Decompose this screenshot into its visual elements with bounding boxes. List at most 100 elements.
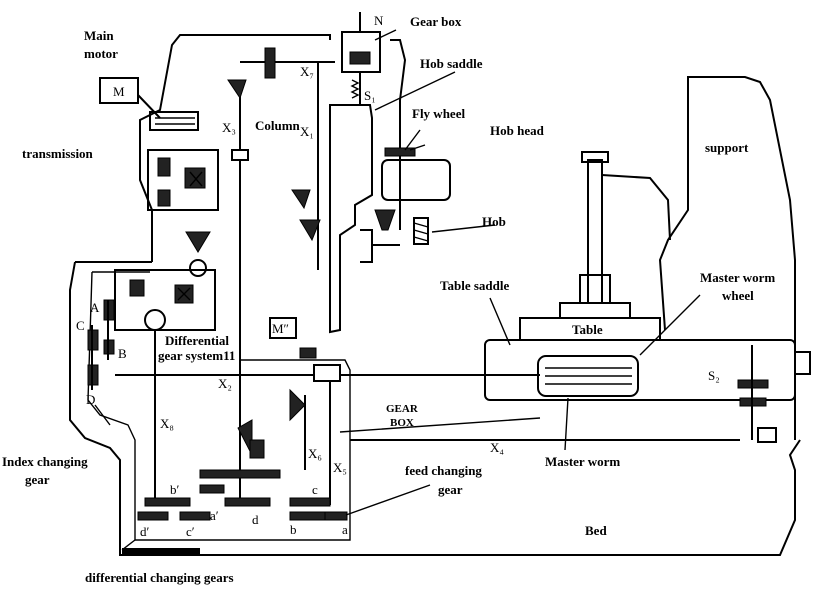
hob-head: [381, 159, 451, 201]
diff-changing-bar: [122, 548, 200, 554]
label-support: support: [705, 140, 749, 155]
gear-d-prime: [137, 511, 169, 521]
gear-d-lower: [224, 497, 271, 507]
table-top: [559, 302, 631, 319]
gear-a-lower: [324, 511, 348, 521]
sym-b-lower: b: [290, 522, 297, 537]
label-feed-changing-1: feed changing: [405, 463, 482, 478]
sym-c: C: [76, 318, 85, 333]
sym-a-lower: a: [342, 522, 348, 537]
gear-b-lower: [289, 511, 331, 521]
work-arbor: [587, 159, 603, 304]
label-transmission: transmission: [22, 146, 94, 161]
sym-x2: X₂: [218, 376, 232, 391]
sym-x5: X₅: [333, 460, 347, 475]
label-master-worm: Master worm: [545, 454, 620, 469]
sym-c-lower: c: [312, 482, 318, 497]
sym-x7: X₇: [300, 64, 314, 79]
leader-lines: [94, 29, 701, 551]
support-inner: [658, 80, 689, 331]
label-hob-head: Hob head: [490, 123, 545, 138]
feed-pinion: [189, 259, 207, 277]
mid-bevel: [289, 388, 306, 422]
sym-c-prime: c′: [186, 524, 195, 539]
differential-block: [114, 269, 216, 331]
bed-outline: [69, 261, 801, 556]
label-differential-1: Differential: [165, 333, 229, 348]
sym-x3: X₃: [222, 120, 236, 135]
sym-x6: X₆: [308, 446, 322, 461]
shaft-x3-gear: [231, 149, 249, 161]
label-bed: Bed: [585, 523, 607, 538]
label-fly-wheel: Fly wheel: [412, 106, 465, 121]
top-bevel: [227, 79, 247, 100]
label-differential-changing: differential changing gears: [85, 570, 234, 585]
sym-s1: S₁: [364, 88, 376, 103]
diff-bevel-lower: [237, 419, 253, 456]
sym-b-prime: b′: [170, 482, 180, 497]
label-m-double-prime: M″: [272, 321, 289, 336]
gear-b-prime: [144, 497, 191, 507]
index-gear-shafts: [91, 300, 109, 390]
arbor-collar-top: [581, 151, 609, 163]
diff-gear-1: [129, 279, 145, 297]
sym-b: B: [118, 346, 127, 361]
top-spur-gear: [264, 47, 276, 79]
sym-d-lower: d: [252, 512, 259, 527]
hob-drive-bevel: [374, 209, 396, 231]
sym-x4: X₄: [490, 440, 504, 455]
label-feed-changing-2: gear: [438, 482, 463, 497]
feed-bevel: [185, 231, 211, 253]
diff-stack: [249, 439, 265, 459]
label-master-worm-wheel-2: wheel: [722, 288, 754, 303]
sym-s2: S₂: [708, 368, 720, 383]
spindle-end: [794, 351, 811, 375]
label-differential-2: gear system11: [158, 348, 235, 363]
sym-d-prime: d′: [140, 524, 150, 539]
label-index-changing-1: Index changing: [2, 454, 88, 469]
hob-teeth: [413, 222, 429, 242]
label-index-changing-2: gear: [25, 472, 50, 487]
label-gear-box-mid-1: GEAR: [386, 403, 419, 415]
label-gear-box: Gear box: [410, 14, 462, 29]
table-saddle: [484, 339, 796, 401]
belt: [155, 117, 195, 125]
sym-a-prime: a′: [210, 508, 219, 523]
top-gearbox-worm: [349, 51, 371, 65]
label-hob: Hob: [482, 214, 506, 229]
label-main-motor-2: motor: [84, 46, 118, 61]
main-motor: [99, 77, 139, 104]
arbor-collar-low: [579, 274, 611, 304]
motor-m-double-prime: [269, 317, 297, 339]
support-outline: [687, 76, 796, 440]
sym-a: A: [90, 300, 100, 315]
label-table-saddle: Table saddle: [440, 278, 509, 293]
gear-c-lower: [289, 497, 331, 507]
transmission-gear-1: [157, 157, 171, 177]
mprime-gear: [299, 347, 317, 359]
sym-n: N: [374, 13, 384, 28]
index-gear-housing: [87, 271, 351, 541]
label-table: Table: [572, 322, 603, 337]
diff-cross: [177, 287, 191, 301]
fly-wheel: [384, 147, 416, 157]
label-main-motor-1: Main: [84, 28, 114, 43]
x1-bevel: [299, 219, 321, 242]
transmission-block: [147, 149, 219, 211]
hob-spindle: [360, 229, 400, 263]
gear-c-prime: [179, 511, 211, 521]
gear-a-prime: [199, 484, 225, 494]
support-arm: [601, 174, 671, 241]
motor-pulley: [137, 94, 199, 131]
label-column: Column: [255, 118, 301, 133]
mid-gearbox: [313, 364, 341, 382]
transmission-gear-3: [157, 189, 171, 207]
label-motor-m: M: [113, 84, 125, 99]
sym-d: D: [86, 392, 95, 407]
upper-feed-gear: [199, 469, 281, 479]
label-gear-box-mid-2: BOX: [390, 417, 414, 429]
hob-saddle: [329, 104, 373, 334]
column-bevel-gear: [291, 189, 311, 210]
spring-s1: [350, 79, 360, 99]
